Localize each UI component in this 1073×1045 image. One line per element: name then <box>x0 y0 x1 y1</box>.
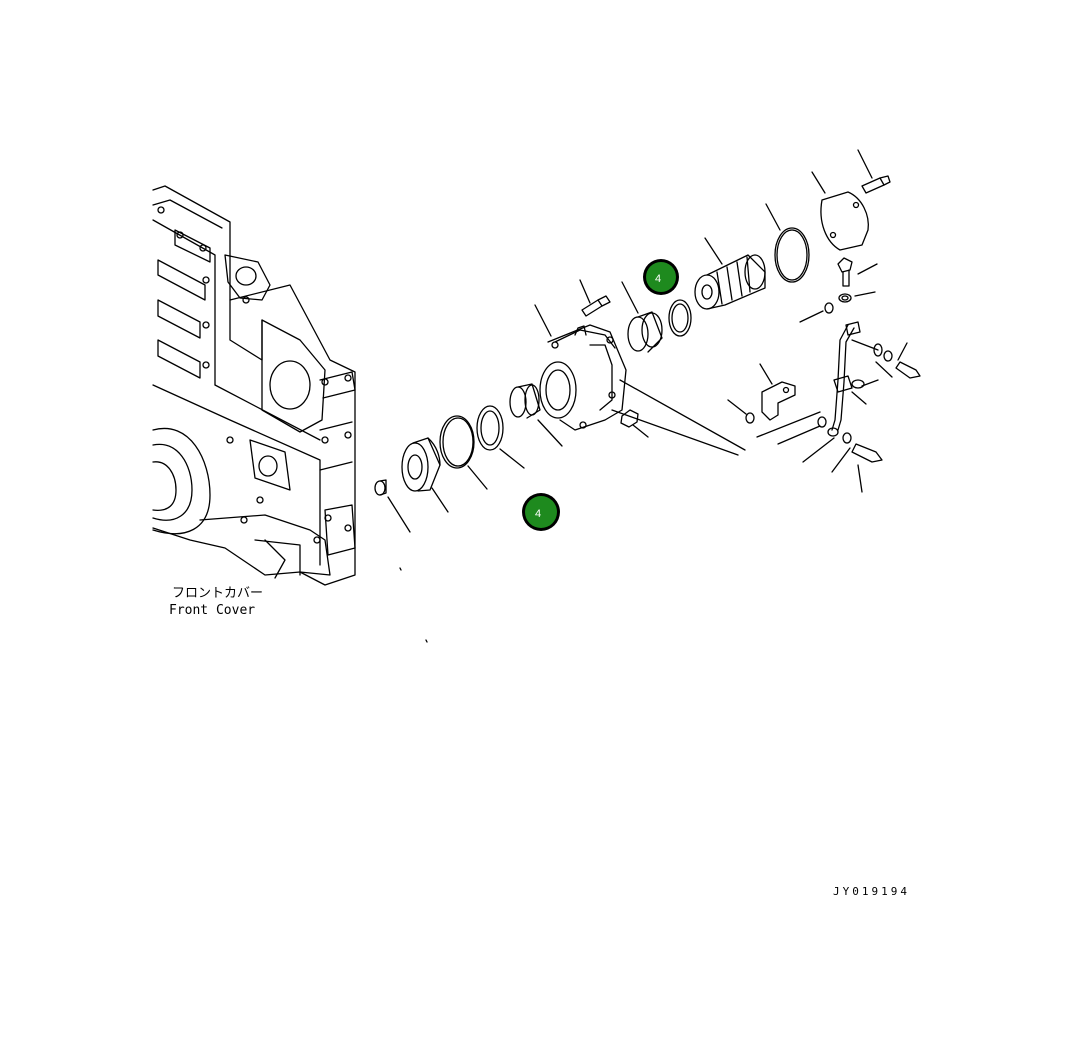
drawing-code: JY019194 <box>833 885 910 898</box>
cover-plate <box>811 149 891 251</box>
rotor-part <box>694 237 766 310</box>
o-ring-cover <box>765 203 810 283</box>
front-cover-housing <box>152 185 356 586</box>
callout-marker-2: 4 <box>522 493 560 531</box>
front-cover-label-en: Front Cover <box>169 603 255 618</box>
callout-fill <box>646 262 676 292</box>
bushing-part <box>509 383 563 447</box>
callout-label: 4 <box>535 508 541 520</box>
ring-small <box>668 299 692 337</box>
front-cover-label-jp: フロントカバー <box>172 586 263 601</box>
o-ring-large <box>439 415 488 490</box>
sleeve-part <box>621 281 663 353</box>
callout-marker-1: 4 <box>643 259 679 295</box>
gear-part <box>401 437 449 513</box>
plug-part <box>374 479 411 533</box>
lower-bolt <box>802 416 883 493</box>
callout-label: 4 <box>655 273 661 285</box>
snap-ring <box>476 405 525 469</box>
callout-fill <box>525 496 557 528</box>
tube-bracket <box>727 363 821 445</box>
pump-housing <box>534 279 746 456</box>
oil-tube <box>827 321 921 437</box>
bolt-washers <box>799 257 878 323</box>
